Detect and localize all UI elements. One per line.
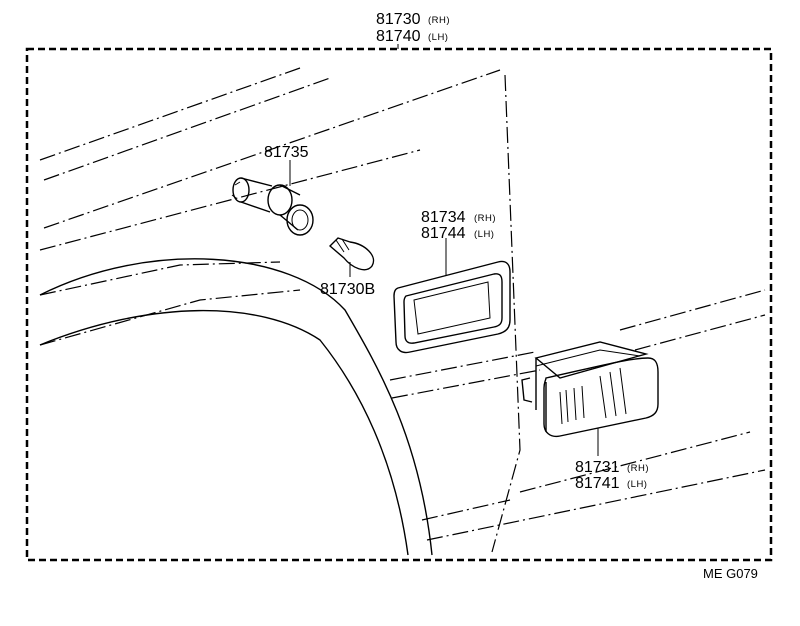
lens-part-rh: 81731: [575, 459, 620, 476]
gasket-part-lh: 81744: [421, 225, 466, 242]
bulb-part: 81730B: [320, 281, 375, 298]
figure-code: ME G079: [703, 566, 758, 581]
assembly-part-rh: 81730: [376, 11, 421, 28]
assembly-part-lh: 81740: [376, 28, 421, 45]
lens-drawing: [521, 341, 659, 438]
body-panel-lines: [39, 67, 766, 553]
lens-tag-lh: (LH): [627, 479, 647, 490]
gasket-tag-rh: (RH): [474, 213, 496, 224]
lens-part-lh: 81741: [575, 475, 620, 492]
socket-part: 81735: [264, 144, 309, 161]
gasket-drawing: [393, 260, 511, 354]
bulb-drawing: [328, 237, 375, 271]
gasket-part-rh: 81734: [421, 209, 466, 226]
socket-drawing: [231, 177, 314, 236]
assembly-tag-lh: (LH): [428, 32, 448, 43]
wheel-arch: [39, 258, 433, 556]
gasket-tag-lh: (LH): [474, 229, 494, 240]
lens-tag-rh: (RH): [627, 463, 649, 474]
assembly-tag-rh: (RH): [428, 15, 450, 26]
